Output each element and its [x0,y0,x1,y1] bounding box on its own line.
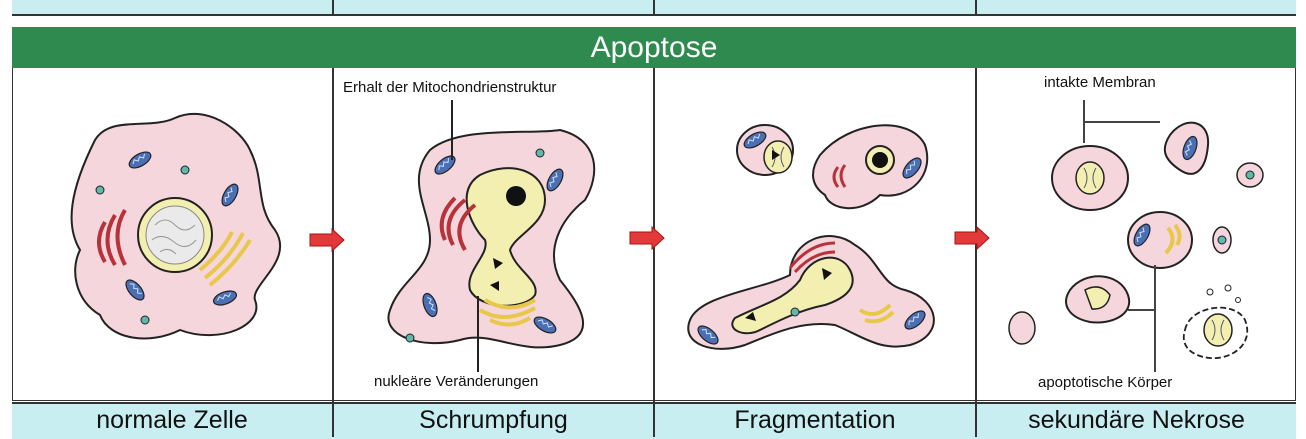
arrow-icon [310,229,344,251]
shrinking-cell [388,130,594,347]
annotation-bodies: apoptotische Körper [1038,374,1172,391]
annotation-membrane: intakte Membran [1044,74,1156,91]
stage-label-normal: normale Zelle [12,404,332,437]
annotation-nuclear: nukleäre Veränderungen [374,373,538,390]
stage-label-fragmentation: Fragmentation [655,404,975,437]
arrow-icon [955,227,989,249]
pointer-line [1084,100,1160,143]
normal-cell [72,114,281,339]
fragmenting-cell [688,125,934,349]
arrow-icon [630,227,664,249]
pointer-line [1128,265,1155,372]
apoptotic-bodies [1009,123,1263,359]
stage-label-shrinking: Schrumpfung [334,404,653,437]
annotation-mitochondria: Erhalt der Mitochondrienstruktur [343,79,556,96]
stage-label-necrosis: sekundäre Nekrose [977,404,1296,437]
